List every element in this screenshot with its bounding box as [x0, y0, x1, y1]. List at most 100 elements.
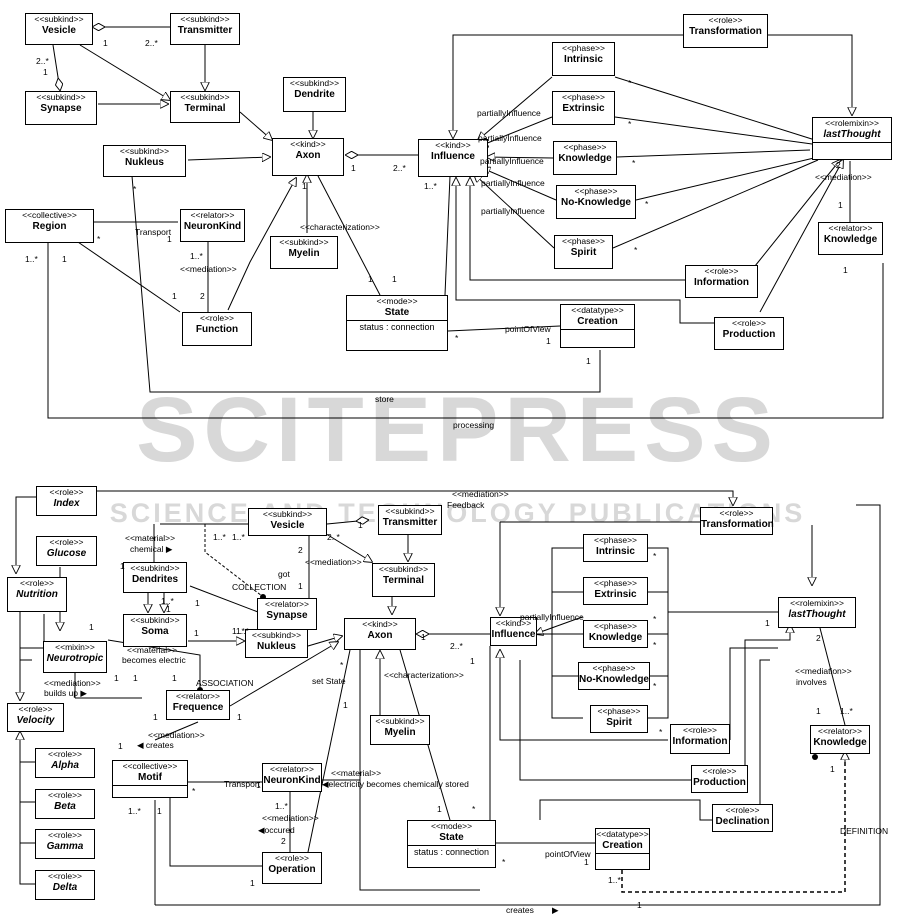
association-label: processing: [453, 420, 495, 430]
bottom-class-alpha[interactable]: <<role>>Alpha: [35, 748, 95, 778]
multiplicity-label: *: [97, 234, 101, 244]
top-class-intrinsic[interactable]: <<phase>>Intrinsic: [552, 42, 615, 76]
association-label: partiallyInfluence: [480, 156, 544, 166]
multiplicity-label: 1: [843, 265, 848, 275]
multiplicity-label: *: [455, 333, 459, 343]
multiplicity-label: 1: [43, 67, 48, 77]
class-stereotype: <<relator>>: [265, 599, 309, 609]
bottom-class-vesicle[interactable]: <<subkind>>Vesicle: [248, 508, 327, 536]
bottom-class-knowledge-phase[interactable]: <<phase>>Knowledge: [583, 620, 648, 648]
stereotype-label: <<characterization>>: [384, 670, 464, 680]
bottom-class-glucose[interactable]: <<role>>Glucose: [36, 536, 97, 566]
class-name: Intrinsic: [564, 54, 603, 65]
class-name: Production: [693, 777, 746, 788]
multiplicity-label: 1: [172, 291, 177, 301]
class-name: State: [439, 832, 464, 843]
bottom-class-axon[interactable]: <<kind>>Axon: [344, 618, 416, 650]
top-class-lastthought[interactable]: <<rolemixin>>lastThought: [812, 117, 892, 160]
top-class-region[interactable]: <<collective>>Region: [5, 209, 94, 243]
bottom-class-beta[interactable]: <<role>>Beta: [35, 789, 95, 819]
bottom-class-knowledge-relator[interactable]: <<relator>>Knowledge: [810, 725, 870, 754]
bottom-class-spirit[interactable]: <<phase>>Spirit: [590, 705, 648, 733]
class-name: Transmitter: [177, 25, 233, 36]
top-class-neuronkind[interactable]: <<relator>>NeuronKind: [180, 209, 245, 242]
top-class-spirit[interactable]: <<phase>>Spirit: [554, 235, 613, 269]
bottom-class-terminal[interactable]: <<subkind>>Terminal: [372, 563, 435, 597]
class-stereotype: <<subkind>>: [180, 14, 230, 24]
stereotype-label: <<material>>: [127, 645, 178, 655]
stereotype-label: <<material>>: [125, 533, 176, 543]
bottom-class-extrinsic[interactable]: <<phase>>Extrinsic: [583, 577, 648, 605]
top-class-dendrite[interactable]: <<subkind>>Dendrite: [283, 77, 346, 112]
class-stereotype: <<role>>: [702, 766, 737, 776]
top-class-vesicle[interactable]: <<subkind>>Vesicle: [25, 13, 93, 45]
class-stereotype: <<relator>>: [818, 726, 862, 736]
multiplicity-label: *: [133, 184, 137, 194]
top-class-knowledge-phase[interactable]: <<phase>>Knowledge: [553, 141, 617, 175]
class-stereotype: <<role>>: [18, 704, 53, 714]
top-class-nukleus[interactable]: <<subkind>>Nukleus: [103, 145, 186, 177]
top-class-production[interactable]: <<role>>Production: [714, 317, 784, 350]
bottom-class-declination[interactable]: <<role>>Declination: [712, 804, 773, 832]
class-stereotype: <<mode>>: [376, 296, 418, 306]
class-name: Alpha: [51, 760, 79, 771]
bottom-class-operation[interactable]: <<role>>Operation: [262, 852, 322, 884]
bottom-class-motif[interactable]: <<collective>>Motif: [112, 760, 188, 798]
bottom-class-nutrition[interactable]: <<role>>Nutrition: [7, 577, 67, 612]
class-name: Extrinsic: [594, 589, 637, 600]
class-stereotype: <<subkind>>: [130, 563, 180, 573]
top-class-axon[interactable]: <<kind>>Axon: [272, 138, 344, 176]
bottom-class-myelin[interactable]: <<subkind>>Myelin: [370, 715, 430, 745]
top-class-information[interactable]: <<role>>Information: [685, 265, 758, 298]
bottom-class-dendrites[interactable]: <<subkind>>Dendrites: [123, 562, 187, 593]
bottom-class-intrinsic[interactable]: <<phase>>Intrinsic: [583, 534, 648, 562]
bottom-class-index[interactable]: <<role>>Index: [36, 486, 97, 516]
top-class-no-knowledge[interactable]: <<phase>>No-Knowledge: [556, 185, 636, 219]
bottom-class-influence[interactable]: <<kind>>Influence: [490, 617, 537, 646]
multiplicity-label: 2..*: [36, 56, 49, 66]
bottom-class-information[interactable]: <<role>>Information: [670, 724, 730, 754]
top-class-extrinsic[interactable]: <<phase>>Extrinsic: [552, 91, 615, 125]
bottom-class-lastthought[interactable]: <<rolemixin>>lastThought: [778, 597, 856, 628]
bottom-class-neuronkind[interactable]: <<relator>>NeuronKind: [262, 763, 322, 792]
class-stereotype: <<kind>>: [495, 618, 532, 628]
top-class-function[interactable]: <<role>>Function: [182, 312, 252, 346]
bottom-class-delta[interactable]: <<role>>Delta: [35, 870, 95, 900]
top-class-influence[interactable]: <<kind>>Influence: [418, 139, 488, 177]
bottom-class-no-knowledge[interactable]: <<phase>>No-Knowledge: [578, 662, 650, 690]
top-class-transformation[interactable]: <<role>>Transformation: [683, 14, 768, 48]
multiplicity-label: 1..*: [424, 181, 437, 191]
association-label: pointOfView: [505, 324, 551, 334]
top-class-knowledge-relator[interactable]: <<relator>>Knowledge: [818, 222, 883, 255]
top-class-transmitter[interactable]: <<subkind>>Transmitter: [170, 13, 240, 45]
multiplicity-label: 2..*: [450, 641, 463, 651]
bottom-class-neurotropic[interactable]: <<mixin>>Neurotropic: [43, 641, 107, 673]
top-class-creation[interactable]: <<datatype>>Creation: [560, 304, 635, 348]
multiplicity-label: 1: [166, 604, 171, 614]
class-name: Creation: [602, 840, 643, 851]
multiplicity-label: 1: [358, 520, 363, 530]
bottom-class-production[interactable]: <<role>>Production: [691, 765, 748, 793]
class-stereotype: <<relator>>: [828, 223, 873, 233]
class-stereotype: <<role>>: [47, 830, 83, 840]
top-class-myelin[interactable]: <<subkind>>Myelin: [270, 236, 338, 269]
bottom-class-nukleus[interactable]: <<subkind>>Nukleus: [245, 629, 308, 658]
bottom-class-transformation[interactable]: <<role>>Transformation: [700, 507, 774, 535]
bottom-class-gamma[interactable]: <<role>>Gamma: [35, 829, 95, 859]
top-class-synapse[interactable]: <<subkind>>Synapse: [25, 91, 97, 125]
class-name: Region: [32, 221, 67, 232]
multiplicity-label: 1..*: [236, 626, 249, 636]
bottom-class-synapse[interactable]: <<relator>>Synapse: [257, 598, 317, 630]
class-stereotype: <<phase>>: [593, 535, 637, 545]
bottom-class-creation[interactable]: <<datatype>>Creation: [595, 828, 650, 870]
multiplicity-label: 1: [133, 673, 138, 683]
top-class-terminal[interactable]: <<subkind>>Terminal: [170, 91, 240, 123]
bottom-class-velocity[interactable]: <<role>>Velocity: [7, 703, 64, 732]
bottom-class-transmitter[interactable]: <<subkind>>Transmitter: [378, 505, 442, 535]
bottom-class-frequence[interactable]: <<relator>>Frequence: [166, 690, 230, 720]
bottom-class-soma[interactable]: <<subkind>>Soma: [123, 614, 187, 647]
